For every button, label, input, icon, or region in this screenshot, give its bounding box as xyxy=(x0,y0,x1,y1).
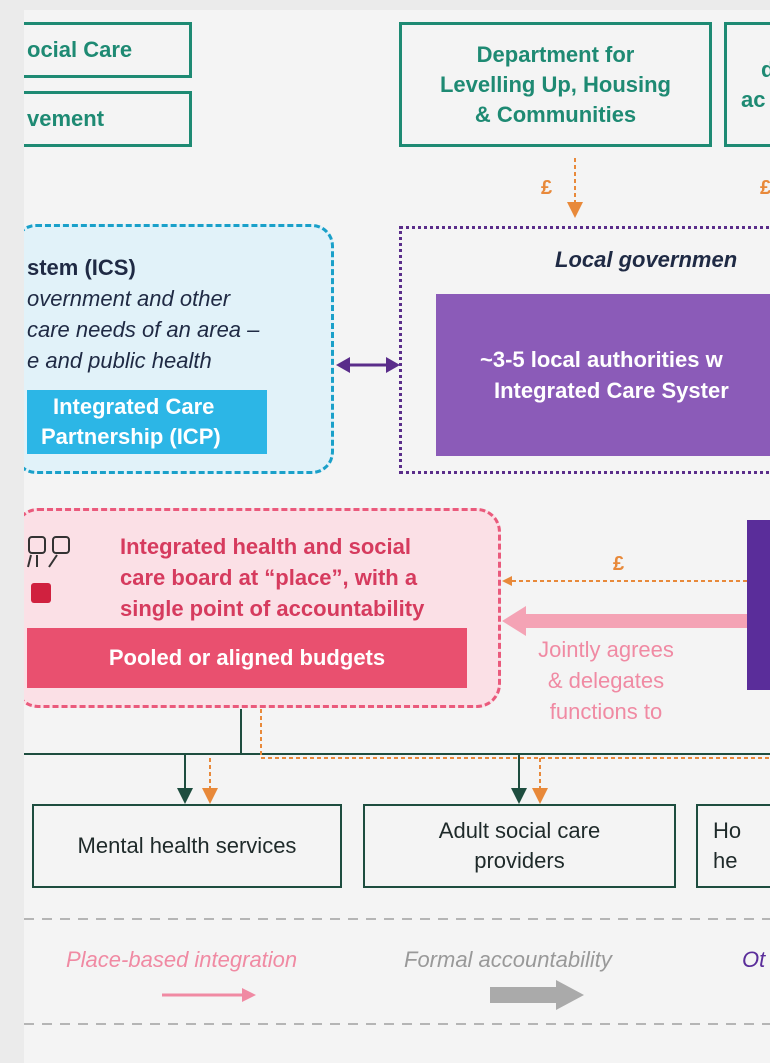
legend-other-partial-label: Ot xyxy=(742,947,766,972)
ics-desc-line-3: e and public health xyxy=(27,348,212,373)
mental-health-label: Mental health services xyxy=(77,833,297,858)
council-block xyxy=(747,520,770,690)
adult-social-care-line-1: Adult social care xyxy=(438,818,601,843)
ics-title: stem (ICS) xyxy=(27,255,136,280)
improvement-box: vement xyxy=(24,91,192,147)
social-care-label: ocial Care xyxy=(27,37,133,62)
delegation-line-2: & delegates xyxy=(547,668,665,693)
ics-desc-line-1: overnment and other xyxy=(27,286,231,311)
legend-place-based-arrow xyxy=(162,988,256,1002)
partial-right-line-2: ac xyxy=(741,86,766,112)
partial-right-line-1: d xyxy=(761,56,770,82)
partial-right-box: d ac xyxy=(724,22,770,147)
ics-desc-line-2: care needs of an area – xyxy=(27,317,260,342)
icp-line-1: Integrated Care xyxy=(53,394,215,419)
dluhc-line-1: Department for xyxy=(476,41,635,67)
place-board-box: Integrated health and social care board … xyxy=(24,508,501,708)
diagram-canvas: ocial Care vement Department for Levelli… xyxy=(24,10,770,1063)
place-board-text: Integrated health and social care board … xyxy=(120,531,424,624)
local-authorities-box: ~3-5 local authorities w Integrated Care… xyxy=(436,294,770,456)
place-board-line-3: single point of accountability xyxy=(120,596,425,621)
icp-box: Integrated Care Partnership (ICP) xyxy=(27,390,267,454)
delegation-arrow xyxy=(502,606,747,636)
icp-line-2: Partnership (ICP) xyxy=(41,424,221,449)
local-government-title: Local governmen xyxy=(555,247,738,272)
local-authorities-line-1: ~3-5 local authorities w xyxy=(480,347,723,372)
social-care-box: ocial Care xyxy=(24,22,192,78)
legend-place-based-label: Place-based integration xyxy=(66,947,298,972)
local-government-box: Local governmen ~3-5 local authorities w… xyxy=(399,226,770,474)
people-network-icon xyxy=(27,536,70,603)
funding-arrowhead-place xyxy=(502,576,512,586)
place-board-line-2: care board at “place”, with a xyxy=(120,565,418,590)
funding-pound-1: £ xyxy=(541,177,553,199)
legend-formal-accountability-arrow xyxy=(490,980,584,1010)
dluhc-line-2: Levelling Up, Housing xyxy=(439,71,671,97)
ics-box: stem (ICS) overnment and other care need… xyxy=(24,224,334,474)
delegation-text: Jointly agrees & delegates functions to xyxy=(515,634,697,727)
dluhc-line-3: & Communities xyxy=(474,101,637,127)
connector-overlay xyxy=(24,158,770,1025)
mental-health-box: Mental health services xyxy=(32,804,342,888)
partial-service-box: Ho he xyxy=(696,804,770,888)
funding-pound-3: £ xyxy=(613,553,625,575)
improvement-label: vement xyxy=(27,106,105,131)
delegation-line-1: Jointly agrees xyxy=(538,637,674,662)
delegation-line-3: functions to xyxy=(549,699,663,724)
legend-formal-accountability-label: Formal accountability xyxy=(404,947,612,972)
ics-lg-link-arrow xyxy=(336,357,400,373)
adult-social-care-line-2: providers xyxy=(474,848,565,873)
partial-service-line-1: Ho xyxy=(713,818,742,843)
local-authorities-line-2: Integrated Care Syster xyxy=(494,378,729,403)
pooled-budgets-label: Pooled or aligned budgets xyxy=(108,645,386,670)
funding-pound-2: £ xyxy=(760,177,770,199)
pooled-budgets-box: Pooled or aligned budgets xyxy=(27,628,467,688)
dluhc-box: Department for Levelling Up, Housing & C… xyxy=(399,22,712,147)
place-board-line-1: Integrated health and social xyxy=(120,534,411,559)
ics-description: overnment and other care needs of an are… xyxy=(27,283,259,376)
partial-service-line-2: he xyxy=(713,848,738,873)
adult-social-care-box: Adult social care providers xyxy=(363,804,676,888)
